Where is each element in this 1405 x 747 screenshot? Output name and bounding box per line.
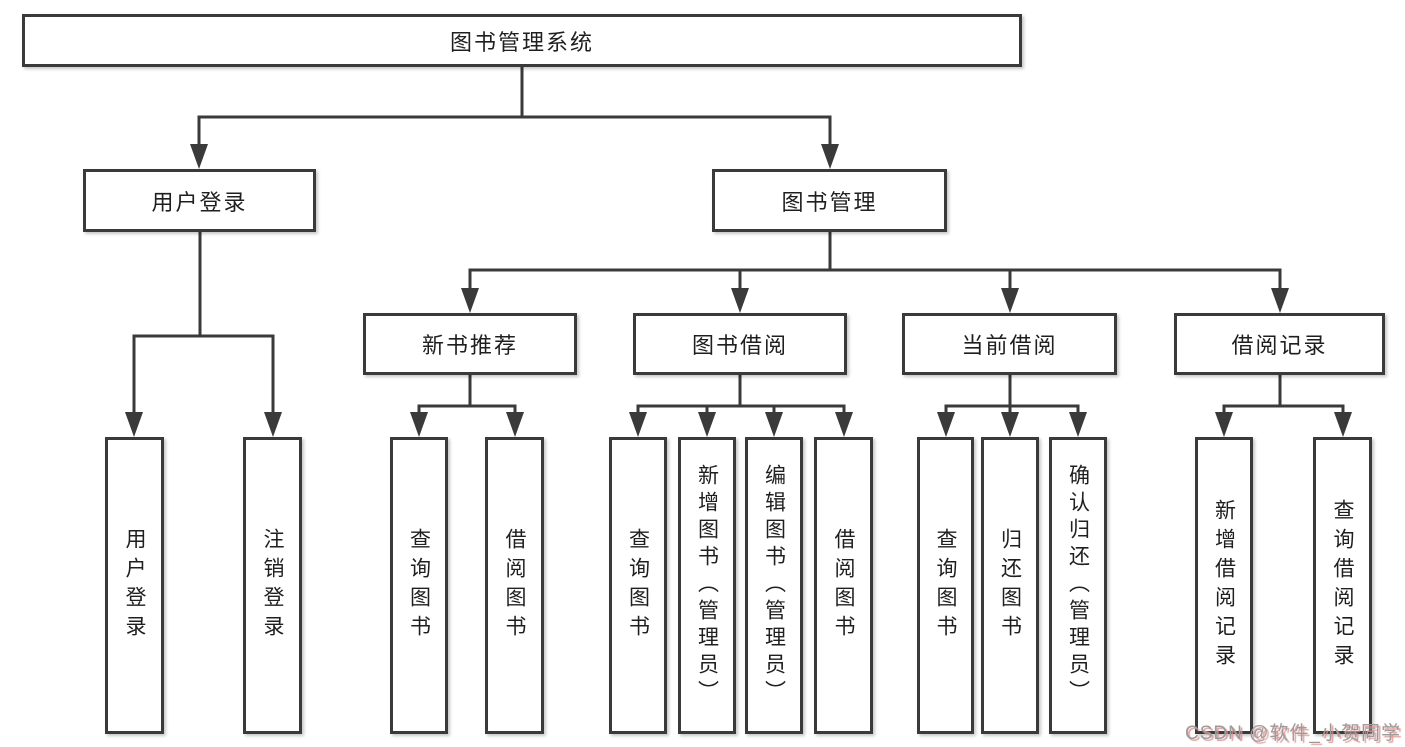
node-label: 用户登录 — [151, 189, 248, 215]
node-label: 借阅图书 — [503, 527, 526, 644]
node-query-books-current: 查询图书 — [917, 437, 974, 734]
node-label: 查询借阅记录 — [1331, 498, 1354, 673]
node-logout-leaf: 注销登录 — [243, 437, 302, 734]
node-add-borrow-record: 新增借阅记录 — [1195, 437, 1253, 734]
node-label: 图书借阅 — [691, 333, 788, 358]
node-book-management: 图书管理 — [712, 169, 947, 232]
node-add-books-admin: 新增图书（管理员） — [678, 437, 736, 734]
node-user-login-leaf: 用户登录 — [105, 437, 164, 734]
node-return-books: 归还图书 — [981, 437, 1039, 734]
node-query-borrow-record: 查询借阅记录 — [1313, 437, 1372, 734]
node-label: 查询图书 — [407, 527, 431, 644]
node-current-borrow: 当前借阅 — [902, 313, 1117, 375]
csdn-watermark: CSDN @软件_小贺同学 — [1185, 723, 1401, 744]
node-borrow-books-borrow: 借阅图书 — [814, 437, 873, 734]
node-label: 查询图书 — [934, 527, 957, 644]
node-label: 图书管理 — [781, 189, 878, 215]
node-label: 查询图书 — [626, 527, 650, 644]
node-book-borrow: 图书借阅 — [633, 313, 847, 375]
node-label: 图书管理系统 — [449, 29, 594, 55]
node-library-management-system: 图书管理系统 — [22, 14, 1022, 67]
node-label: 注销登录 — [261, 527, 284, 644]
node-label: 新书推荐 — [421, 333, 518, 358]
node-label: 新增借阅记录 — [1212, 498, 1236, 673]
node-label: 借阅图书 — [832, 527, 855, 644]
node-new-book-recommend: 新书推荐 — [363, 313, 577, 375]
node-borrow-records: 借阅记录 — [1174, 313, 1385, 375]
arrowheads — [125, 144, 1352, 437]
node-label: 用户登录 — [123, 527, 146, 644]
node-label: 新增图书（管理员） — [695, 464, 719, 707]
node-label: 当前借阅 — [961, 333, 1058, 358]
node-label: 确认归还（管理员） — [1066, 464, 1090, 707]
node-label: 借阅记录 — [1231, 333, 1328, 358]
node-label: 编辑图书（管理员） — [762, 464, 786, 707]
node-query-books-borrow: 查询图书 — [609, 437, 667, 734]
node-user-login: 用户登录 — [83, 169, 316, 232]
node-edit-books-admin: 编辑图书（管理员） — [745, 437, 803, 734]
node-borrow-books-recommend: 借阅图书 — [485, 437, 544, 734]
node-confirm-return-admin: 确认归还（管理员） — [1049, 437, 1107, 734]
node-query-books-recommend: 查询图书 — [390, 437, 448, 734]
node-label: 归还图书 — [998, 527, 1022, 644]
